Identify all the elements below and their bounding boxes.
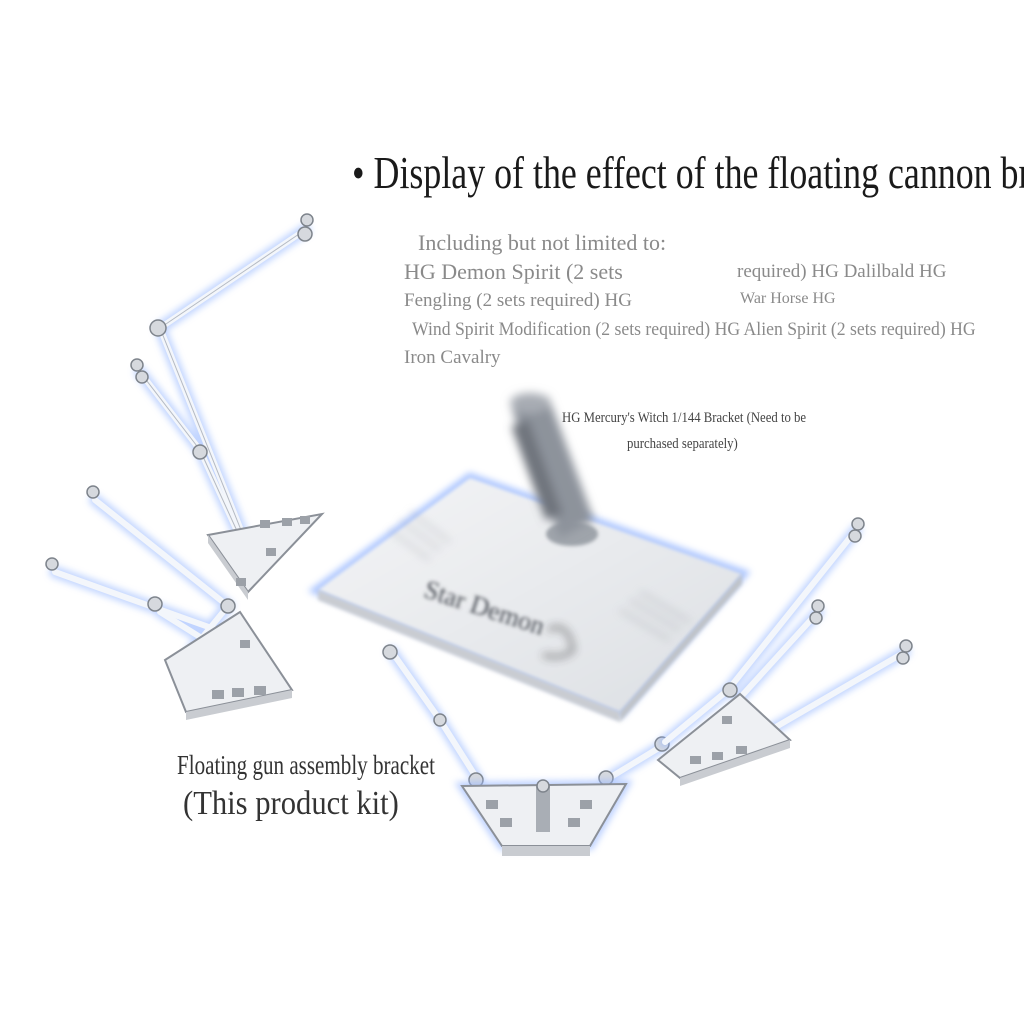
- left-upper-assembly: [130, 213, 325, 600]
- compat-line-2a: HG Demon Spirit (2 sets: [404, 259, 623, 284]
- hg-witch-display-stand: Star Demon: [307, 393, 751, 722]
- compat-line-5: Iron Cavalry: [404, 347, 501, 368]
- product-caption: Floating gun assembly bracket: [177, 750, 435, 780]
- page-title: • Display of the effect of the floating …: [352, 147, 1024, 198]
- compat-line-3b: War Horse HG: [740, 290, 836, 307]
- product-caption-kit: (This product kit): [183, 785, 399, 822]
- compat-intro: Including but not limited to:: [418, 230, 667, 255]
- center-bottom-assembly: [382, 644, 670, 856]
- left-lower-assembly: [45, 485, 294, 720]
- witch-bracket-note-line2: purchased separately): [627, 436, 738, 452]
- compat-line-4: Wind Spirit Modification (2 sets require…: [412, 319, 976, 340]
- compat-line-3a: Fengling (2 sets required) HG: [404, 290, 632, 311]
- joint-icon: [300, 213, 314, 227]
- stand-base-plate: [318, 478, 742, 712]
- witch-bracket-note-line1: HG Mercury's Witch 1/144 Bracket (Need t…: [562, 410, 807, 426]
- right-assembly: [656, 517, 913, 786]
- compat-line-2b: required) HG Dalilbald HG: [737, 261, 947, 282]
